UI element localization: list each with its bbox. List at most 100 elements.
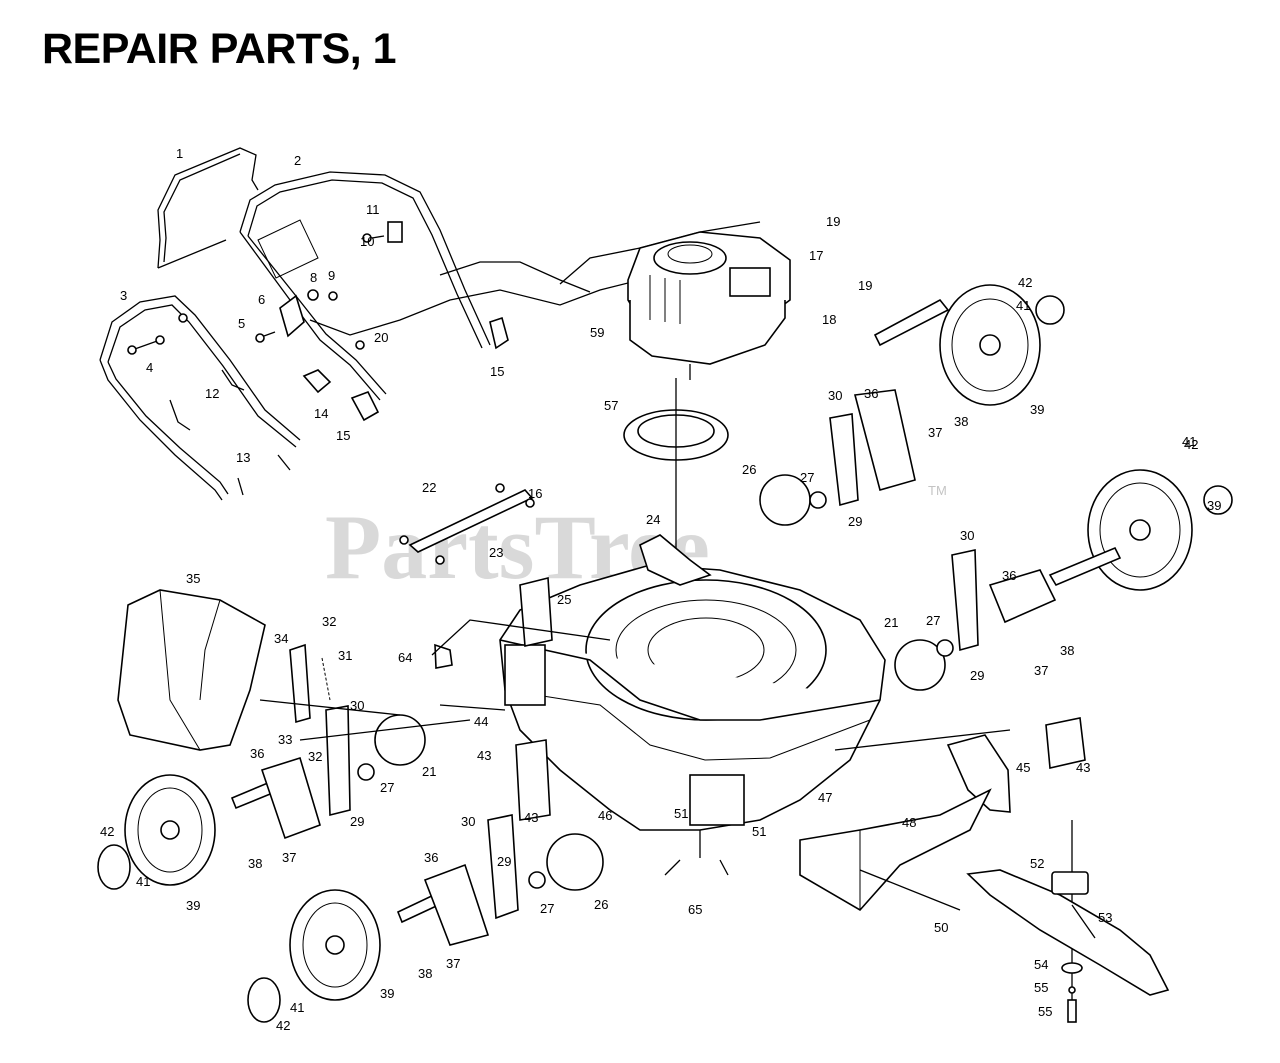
wheel-rear-right [873, 284, 1065, 406]
callout-29: 29 [350, 814, 364, 829]
callout-44: 44 [474, 714, 488, 729]
callout-36: 36 [1002, 568, 1016, 583]
callout-27: 27 [380, 780, 394, 795]
callout-15: 15 [490, 364, 504, 379]
bag-frame [289, 643, 331, 724]
upper-handle [239, 171, 491, 401]
callout-17: 17 [809, 248, 823, 263]
callout-38: 38 [1060, 643, 1074, 658]
callout-57: 57 [604, 398, 618, 413]
baffle-strip [399, 483, 535, 565]
height-adjuster-rear-right [829, 389, 916, 507]
callout-21: 21 [884, 615, 898, 630]
callout-18: 18 [822, 312, 836, 327]
callout-34: 34 [274, 631, 288, 646]
callout-30: 30 [461, 814, 475, 829]
callout-38: 38 [954, 414, 968, 429]
callout-39: 39 [1030, 402, 1044, 417]
callout-21: 21 [422, 764, 436, 779]
deck-brackets [434, 576, 1086, 821]
lower-handle [99, 295, 301, 501]
callout-42: 42 [276, 1018, 290, 1033]
engine [627, 231, 791, 380]
callout-55: 55 [1034, 980, 1048, 995]
callout-43: 43 [477, 748, 491, 763]
callout-41: 41 [136, 874, 150, 889]
callout-43: 43 [524, 810, 538, 825]
callout-22: 22 [422, 480, 436, 495]
callout-6: 6 [258, 292, 265, 307]
callout-38: 38 [248, 856, 262, 871]
control-cable [309, 279, 641, 336]
callout-26: 26 [594, 897, 608, 912]
callout-25: 25 [557, 592, 571, 607]
diagram-title: REPAIR PARTS, 1 [42, 25, 397, 73]
callout-8: 8 [310, 270, 317, 285]
callout-51: 51 [752, 824, 766, 839]
discharge-chute-door [946, 734, 1011, 813]
callout-55: 55 [1038, 1004, 1052, 1019]
callout-3: 3 [120, 288, 127, 303]
callout-10: 10 [360, 234, 374, 249]
callout-26: 26 [742, 462, 756, 477]
callout-48: 48 [902, 815, 916, 830]
callout-36: 36 [864, 386, 878, 401]
callout-13: 13 [236, 450, 250, 465]
callout-39: 39 [380, 986, 394, 1001]
callout-41: 41 [290, 1000, 304, 1015]
callout-39: 39 [186, 898, 200, 913]
upper-handle-bail [157, 147, 259, 269]
callout-52: 52 [1030, 856, 1044, 871]
callout-54: 54 [1034, 957, 1048, 972]
grass-bag [117, 589, 266, 751]
blade-adapter [1051, 871, 1089, 895]
callout-29: 29 [497, 854, 511, 869]
watermark-tm: TM [928, 483, 947, 498]
mower-blade [966, 869, 1170, 996]
leader-lines [259, 619, 1096, 939]
callout-14: 14 [314, 406, 328, 421]
callout-43: 43 [1076, 760, 1090, 775]
callout-41: 41 [1182, 434, 1196, 449]
callout-47: 47 [818, 790, 832, 805]
callout-37: 37 [282, 850, 296, 865]
height-gears [357, 474, 954, 891]
callout-20: 20 [374, 330, 388, 345]
callout-36: 36 [250, 746, 264, 761]
callout-27: 27 [540, 901, 554, 916]
callout-42: 42 [1018, 275, 1032, 290]
callout-19: 19 [858, 278, 872, 293]
callout-51: 51 [674, 806, 688, 821]
callout-1: 1 [176, 146, 183, 161]
callout-42: 42 [100, 824, 114, 839]
callout-37: 37 [1034, 663, 1048, 678]
callout-37: 37 [446, 956, 460, 971]
callout-53: 53 [1098, 910, 1112, 925]
wheel-front-left [247, 889, 447, 1023]
callout-30: 30 [960, 528, 974, 543]
callout-24: 24 [646, 512, 660, 527]
callout-50: 50 [934, 920, 948, 935]
callout-5: 5 [238, 316, 245, 331]
callout-65: 65 [688, 902, 702, 917]
callout-19: 19 [826, 214, 840, 229]
mower-deck [499, 534, 886, 831]
height-adjuster-front-left [423, 814, 519, 946]
callout-46: 46 [598, 808, 612, 823]
rear-baffle [799, 788, 992, 912]
handle-hardware [127, 221, 509, 496]
callout-30: 30 [828, 388, 842, 403]
callout-4: 4 [146, 360, 153, 375]
wheel-rear-left [97, 774, 282, 890]
callout-30: 30 [350, 698, 364, 713]
callout-37: 37 [928, 425, 942, 440]
callout-31: 31 [338, 648, 352, 663]
callout-2: 2 [294, 153, 301, 168]
callout-12: 12 [205, 386, 219, 401]
callout-11: 11 [366, 202, 380, 217]
callout-23: 23 [489, 545, 503, 560]
callout-36: 36 [424, 850, 438, 865]
callout-27: 27 [800, 470, 814, 485]
